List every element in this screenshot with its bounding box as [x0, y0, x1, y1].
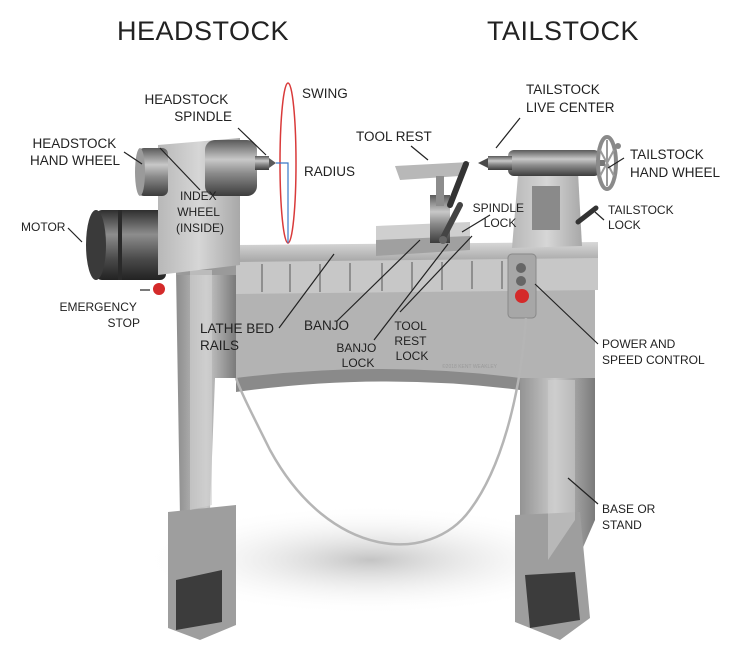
leader-lines	[67, 117, 625, 505]
label-tool-rest: TOOL REST	[356, 129, 432, 144]
label-banjo: BANJO	[304, 318, 349, 333]
label-base-or-stand: BASE OR STAND	[602, 502, 659, 532]
label-power-and-speed-control: POWER AND SPEED CONTROL	[602, 337, 705, 367]
label-tailstock-lock: TAILSTOCK LOCK	[608, 203, 677, 232]
banjo	[376, 195, 470, 256]
headstock-title: HEADSTOCK	[117, 16, 289, 46]
motor	[86, 210, 166, 280]
floor-shadow	[140, 505, 600, 615]
label-radius: RADIUS	[304, 164, 355, 179]
tailstock-title: TAILSTOCK	[487, 16, 639, 46]
label-headstock-hand-wheel: HEADSTOCK HAND WHEEL	[30, 136, 121, 168]
tool-rest-lock-handle	[447, 161, 469, 208]
emergency-stop-button	[153, 283, 165, 295]
label-motor: MOTOR	[21, 220, 66, 234]
banjo-lock-handle	[439, 202, 463, 244]
label-headstock-spindle: HEADSTOCK SPINDLE	[144, 92, 232, 124]
power-speed-control	[507, 253, 537, 319]
label-banjo-lock: BANJO LOCK	[336, 341, 379, 370]
headstock-body	[135, 138, 276, 275]
tailstock-hand-wheel	[596, 135, 621, 191]
tailstock	[478, 150, 605, 248]
radius-line	[276, 162, 289, 243]
label-tailstock-hand-wheel: TAILSTOCK HAND WHEEL	[630, 147, 721, 180]
label-emergency-stop: EMERGENCY STOP	[60, 300, 140, 330]
label-index-wheel: INDEX WHEEL (INSIDE)	[176, 189, 224, 235]
copyright-text: ©2018 KENT WEAKLEY	[442, 363, 498, 370]
tool-rest	[395, 162, 470, 206]
label-spindle-lock: SPINDLE LOCK	[473, 201, 528, 230]
power-cord	[234, 317, 528, 546]
label-swing: SWING	[302, 86, 348, 101]
label-lathe-bed-rails: LATHE BED RAILS	[200, 321, 278, 353]
label-tailstock-live-center: TAILSTOCK LIVE CENTER	[526, 82, 615, 115]
tailstock-lock-handle	[575, 205, 599, 225]
label-tool-rest-lock: TOOL REST LOCK	[394, 319, 429, 363]
